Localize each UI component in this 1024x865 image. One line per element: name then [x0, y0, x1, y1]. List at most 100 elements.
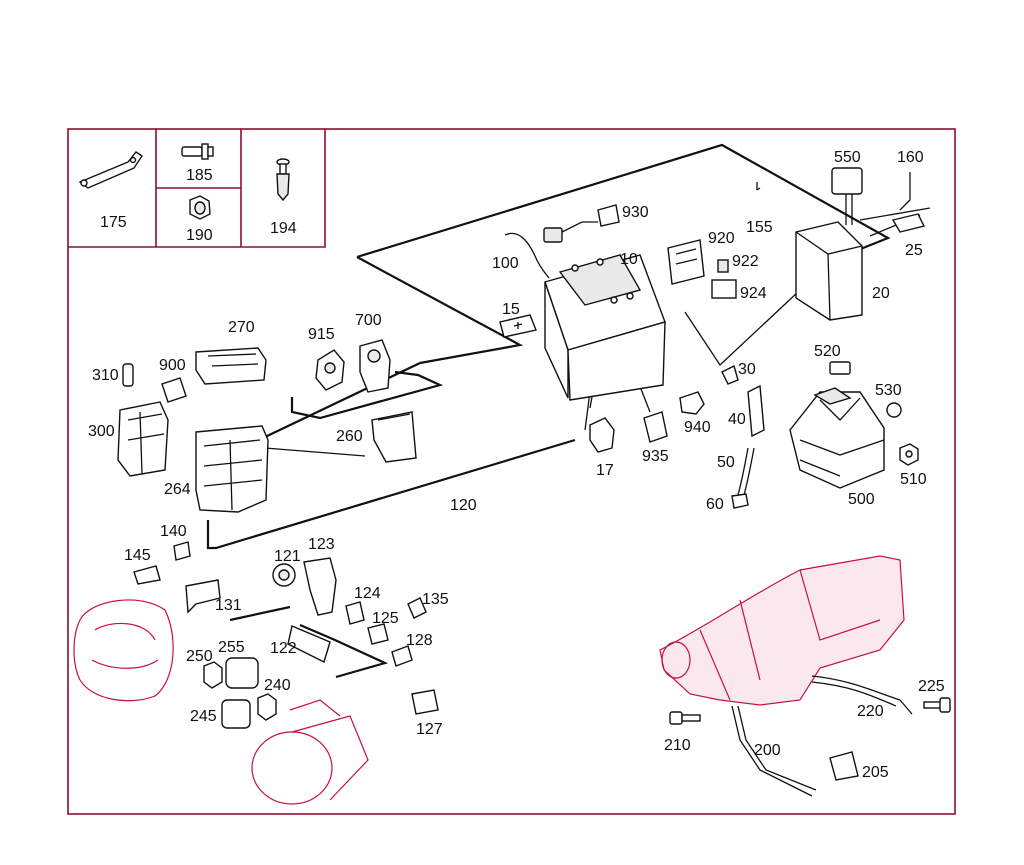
holder-920	[667, 239, 705, 285]
label-310: 310	[92, 367, 119, 384]
label-220: 220	[857, 703, 884, 720]
label-922: 922	[732, 253, 759, 270]
clip-135	[407, 597, 427, 619]
label-194: 194	[270, 220, 297, 237]
label-123: 123	[308, 536, 335, 553]
module-260	[371, 411, 417, 463]
clip-125	[367, 623, 389, 645]
battery-tray-500	[789, 387, 885, 489]
label-127: 127	[416, 721, 443, 738]
label-135: 135	[422, 591, 449, 608]
part-924	[711, 279, 737, 299]
label-700: 700	[355, 312, 382, 329]
label-50: 50	[717, 454, 735, 471]
grommet-530	[886, 402, 902, 418]
label-190: 190	[186, 227, 213, 244]
label-940: 940	[684, 419, 711, 436]
label-145: 145	[124, 547, 151, 564]
label-270: 270	[228, 319, 255, 336]
label-10: 10	[620, 251, 638, 268]
module-700	[359, 339, 391, 393]
label-40: 40	[728, 411, 746, 428]
label-140: 140	[160, 523, 187, 540]
connector-121	[272, 563, 296, 587]
label-15: 15	[502, 301, 520, 318]
label-930: 930	[622, 204, 649, 221]
nut-510	[899, 443, 919, 466]
fuse-box-270	[195, 347, 267, 385]
cable-160	[899, 172, 911, 211]
cable-end-25	[891, 213, 926, 233]
label-100: 100	[492, 255, 519, 272]
fastener-legend-box: 175 185 190 194	[68, 129, 326, 248]
clip-205	[829, 751, 859, 781]
label-210: 210	[664, 737, 691, 754]
nut-190-icon	[189, 195, 211, 220]
clip-940	[679, 391, 705, 415]
battery-cable-100	[504, 221, 598, 279]
label-205: 205	[862, 764, 889, 781]
push-pin-194-icon	[276, 158, 290, 202]
label-500: 500	[848, 491, 875, 508]
label-240: 240	[264, 677, 291, 694]
label-264: 264	[164, 481, 191, 498]
label-935: 935	[642, 448, 669, 465]
label-155: 155	[746, 219, 773, 236]
ground-cable-200	[731, 705, 817, 797]
clip-127	[411, 689, 439, 715]
label-920: 920	[708, 230, 735, 247]
diagram-frame	[67, 128, 956, 815]
part-245	[221, 699, 251, 729]
label-260: 260	[336, 428, 363, 445]
label-245: 245	[190, 708, 217, 725]
label-25: 25	[905, 242, 923, 259]
bracket-131	[185, 579, 221, 614]
bracket-145	[133, 565, 161, 585]
label-900: 900	[159, 357, 186, 374]
label-185: 185	[186, 167, 213, 184]
label-175: 175	[100, 214, 127, 231]
label-160: 160	[897, 149, 924, 166]
part-250	[203, 661, 223, 689]
label-122: 122	[270, 640, 297, 657]
label-20: 20	[872, 285, 890, 302]
battery-box-20	[795, 221, 863, 321]
connector-930	[597, 204, 620, 227]
label-550: 550	[834, 149, 861, 166]
label-530: 530	[875, 382, 902, 399]
clip-140	[173, 541, 191, 561]
label-121: 121	[274, 548, 301, 565]
label-30: 30	[738, 361, 756, 378]
part-922	[717, 259, 729, 273]
sensor-915	[315, 349, 345, 391]
clamp-17	[589, 417, 615, 453]
part-240	[257, 693, 277, 721]
terminal-cover-15	[499, 314, 537, 338]
relay-900	[161, 377, 187, 403]
clip-124	[345, 601, 365, 625]
label-200: 200	[754, 742, 781, 759]
label-255: 255	[218, 639, 245, 656]
bolt-185-icon	[181, 143, 214, 160]
label-250: 250	[186, 648, 213, 665]
label-124: 124	[354, 585, 381, 602]
label-924: 924	[740, 285, 767, 302]
vent-hose-assembly	[721, 364, 765, 509]
label-225: 225	[918, 678, 945, 695]
fuse-box-264	[195, 425, 269, 513]
bolt-210	[669, 711, 701, 725]
label-17: 17	[596, 462, 614, 479]
ground-cable-220	[811, 675, 913, 715]
control-unit-300	[117, 401, 169, 477]
label-520: 520	[814, 343, 841, 360]
alternator-context	[73, 599, 174, 702]
clip-128	[391, 645, 413, 667]
terminal-935	[643, 411, 668, 443]
bracket-175-icon	[78, 151, 143, 189]
label-131: 131	[215, 597, 242, 614]
battery-10	[544, 254, 666, 401]
starter-context	[251, 699, 369, 805]
part-255	[225, 657, 259, 689]
label-510: 510	[900, 471, 927, 488]
